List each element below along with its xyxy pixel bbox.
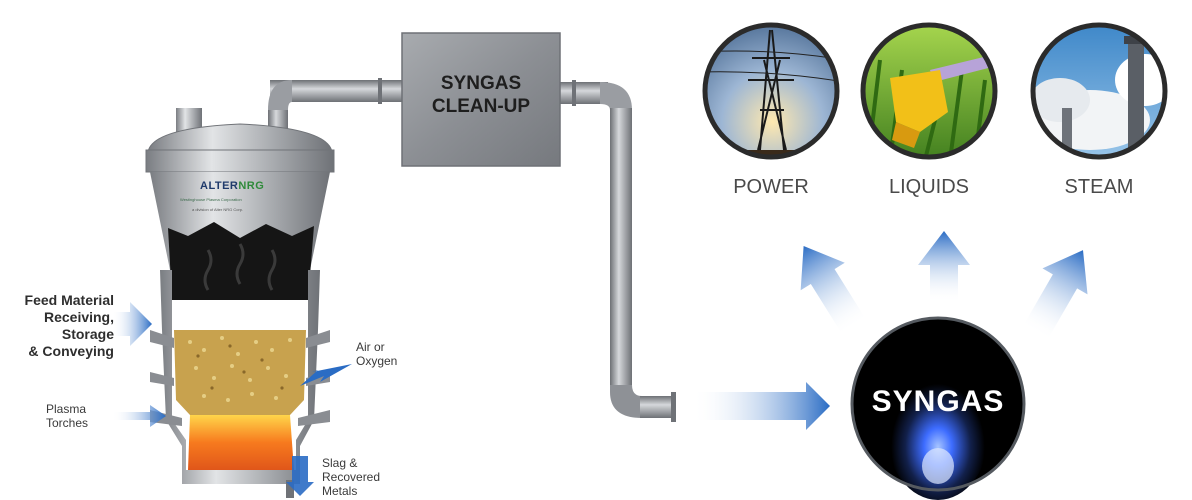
syngas-cleanup-label: SYNGAS CLEAN-UP (431, 73, 531, 117)
syngas-cleanup-unit (401, 32, 561, 167)
arrow-to-steam-icon (1022, 250, 1088, 341)
arrow-to-power-icon (800, 245, 867, 335)
feed-arrow-icon (112, 302, 152, 346)
gas-piping (268, 78, 676, 422)
syngas-flow-arrow-icon (692, 382, 830, 430)
air-oxygen-label: Air or Oxygen (356, 340, 398, 368)
output-liquids-label: LIQUIDS (888, 176, 970, 198)
brand-logo: ALTERNRG (200, 180, 265, 192)
syngas-flame-circle (850, 316, 1026, 500)
output-steam-label: STEAM (1064, 176, 1134, 198)
plasma-torches-label: Plasma Torches (46, 402, 89, 430)
plasma-arrow-icon (112, 405, 166, 427)
slag-metals-label: Slag & Recovered Metals (322, 456, 381, 498)
brand-subline: a division of Alter NRG Corp. (192, 207, 244, 212)
plasma-gasifier-reactor (145, 108, 335, 498)
arrow-to-liquids-icon (918, 231, 970, 303)
steam-stack-icon (1030, 22, 1168, 160)
fuel-nozzle-icon (860, 22, 998, 160)
brand-tagline: Westinghouse Plasma Corporation (180, 197, 242, 202)
output-power-label: POWER (733, 176, 809, 198)
power-tower-icon (702, 22, 840, 160)
air-arrow-icon (300, 364, 352, 386)
slag-arrow-icon (286, 456, 314, 496)
feed-material-label: Feed Material Receiving, Storage & Conve… (24, 292, 114, 359)
syngas-label: SYNGAS (871, 385, 1005, 418)
